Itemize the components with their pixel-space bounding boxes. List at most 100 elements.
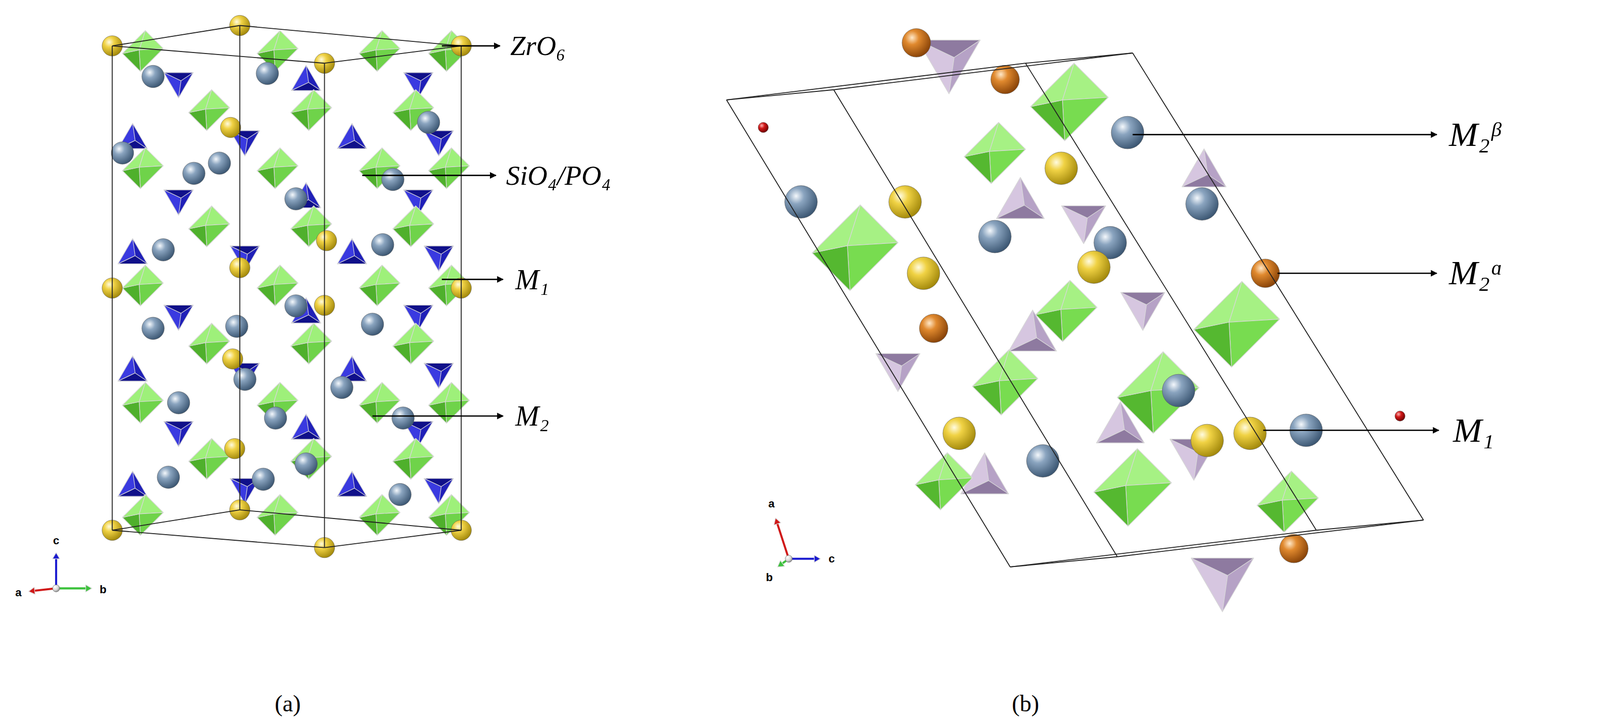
octahedron-face	[392, 206, 434, 247]
octahedron-face	[375, 48, 400, 72]
tetrahedron-face	[163, 189, 193, 216]
leader-arrow	[1263, 429, 1439, 432]
octahedron-face	[375, 283, 400, 307]
octahedron-face	[290, 438, 332, 480]
axis-shaft	[56, 587, 86, 590]
tetrahedron-face	[1120, 292, 1165, 331]
m2-site-atom	[225, 315, 248, 338]
tetrahedron	[118, 356, 148, 382]
octahedron-face	[290, 89, 314, 113]
axis-shaft	[788, 558, 815, 561]
tetrahedron-face	[163, 72, 193, 81]
octahedron-face	[1093, 448, 1172, 527]
unit-cell-edge	[1316, 520, 1424, 531]
octahedron-face	[307, 341, 332, 365]
zro6-octahedron	[392, 206, 434, 247]
octahedron-face	[392, 89, 416, 113]
m2-alpha-atom	[1279, 534, 1309, 564]
tetrahedron-face	[163, 305, 193, 331]
zro6-octahedron	[972, 350, 1038, 416]
tetrahedron-face	[163, 189, 193, 198]
octahedron-face	[188, 438, 230, 480]
tetrahedron-face	[337, 238, 367, 265]
unit-cell-edge	[324, 63, 326, 548]
unit-cell-edge	[726, 100, 1011, 568]
octahedron-face	[428, 494, 452, 518]
unit-cell-edge	[239, 25, 462, 46]
zro6-octahedron	[1035, 280, 1097, 342]
unit-cell-edge	[112, 25, 240, 46]
octahedron-face	[915, 453, 947, 485]
tetrahedron-face	[118, 238, 148, 265]
octahedron-face	[257, 265, 280, 288]
axis-head	[85, 584, 92, 592]
axis-label: c	[828, 553, 835, 566]
tetrahedron	[337, 123, 367, 149]
unit-cell-edge	[833, 89, 1118, 558]
zro6-octahedron	[122, 494, 164, 536]
octahedron-face	[812, 205, 898, 291]
m2-site-atom	[141, 65, 165, 88]
zro6-octahedron	[359, 265, 400, 307]
site-label: M₂ᵝ	[1448, 115, 1500, 155]
tetrahedron-face	[291, 431, 321, 440]
tetrahedron	[163, 189, 193, 216]
octahedron-face	[915, 479, 941, 510]
octahedron-face	[409, 341, 434, 365]
unit-cell-edge	[1025, 53, 1133, 64]
tetrahedron-face	[1061, 206, 1106, 219]
octahedron-face	[428, 382, 452, 406]
zro6-octahedron	[812, 205, 898, 291]
tetrahedron-face	[337, 140, 367, 149]
m2-alpha-atom	[919, 314, 948, 343]
octahedron-face	[257, 147, 280, 171]
octahedron-face	[1035, 280, 1097, 342]
octahedron-face	[1257, 471, 1292, 506]
m1-site-atom	[1190, 424, 1224, 458]
unit-cell-edge	[239, 25, 241, 510]
tetrahedron-face	[118, 356, 148, 382]
m2-site-atom	[152, 238, 175, 262]
zro6-octahedron	[1030, 63, 1109, 141]
octahedron-face	[122, 265, 145, 288]
axis-triad	[28, 553, 92, 595]
tetrahedron-face	[337, 123, 367, 149]
m1-site-atom	[888, 185, 922, 219]
m2-site-atom	[157, 466, 180, 489]
octahedron-face	[257, 382, 280, 406]
oxygen-atom	[758, 122, 769, 133]
zro6-octahedron	[122, 382, 164, 424]
unit-cell-edge	[1010, 557, 1118, 568]
octahedron-face	[188, 89, 212, 113]
leader-arrow	[362, 174, 496, 177]
tetrahedron-face	[424, 478, 454, 487]
m2-site-atom	[252, 468, 275, 491]
axis-shaft	[55, 559, 58, 589]
unit-cell-edge	[726, 89, 834, 100]
unit-cell-edge	[1117, 520, 1424, 558]
tetrahedron	[337, 238, 367, 265]
unit-cell-edge	[460, 45, 462, 531]
octahedron-face	[273, 512, 298, 536]
octahedron-face	[1125, 482, 1172, 527]
octahedron-face	[257, 494, 280, 518]
unit-cell-edge	[1025, 63, 1317, 531]
octahedron-face	[359, 30, 382, 54]
panel-label: (a)	[274, 691, 302, 718]
tetrahedron-face	[230, 245, 260, 255]
tetrahedron-face	[163, 421, 193, 447]
leader-arrow	[1277, 272, 1437, 275]
tetrahedron	[118, 471, 148, 497]
m2-site-atom	[264, 407, 287, 430]
tetrahedron-face	[118, 488, 148, 497]
axis-head	[777, 560, 785, 568]
m1-site-atom	[224, 438, 245, 459]
octahedron-face	[392, 323, 416, 346]
tetrahedron-face	[337, 471, 367, 497]
octahedron-face	[989, 149, 1026, 184]
m2-site-atom	[294, 453, 318, 476]
tetrahedron-face	[163, 421, 193, 430]
zro6-octahedron	[428, 147, 470, 189]
octahedron-face	[964, 122, 1026, 184]
